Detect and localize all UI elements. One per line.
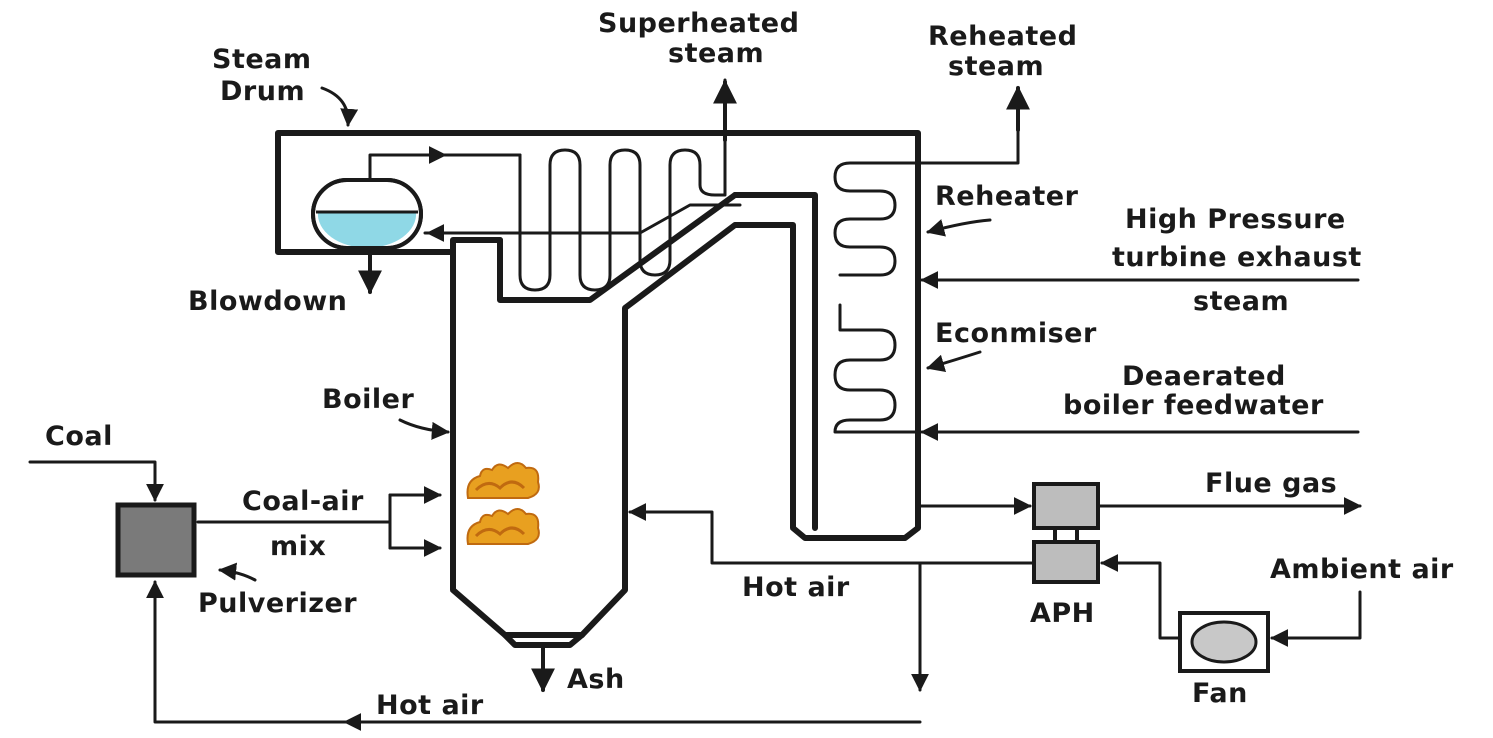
reheater-coils — [833, 161, 920, 277]
hot-air-bottom-line — [146, 580, 922, 724]
fan-label: Fan — [1192, 678, 1248, 709]
economiser-label: Econmiser — [935, 318, 1097, 349]
callout-pointer — [398, 418, 450, 440]
callout-pointer — [320, 86, 359, 127]
reheated-steam-label: Reheated — [928, 21, 1077, 52]
reheated-steam-line — [916, 88, 1020, 165]
hp-exhaust-label: High Pressure — [1125, 204, 1346, 235]
superheater-coils — [518, 78, 727, 292]
hp-exhaust-label: turbine exhaust — [1112, 242, 1362, 273]
boiler-casing — [275, 130, 921, 638]
reheated-steam-label: steam — [948, 51, 1044, 82]
boiler-label: Boiler — [322, 384, 414, 415]
coal-label: Coal — [45, 421, 113, 452]
hot-air-label: Hot air — [742, 572, 850, 603]
ash-label: Ash — [567, 664, 625, 695]
reheater-label: Reheater — [935, 181, 1079, 212]
gas-pass-diag — [497, 192, 738, 303]
flame-icon — [466, 462, 540, 499]
steam-drum-label: Steam — [212, 44, 312, 75]
aph-label: APH — [1030, 598, 1095, 629]
drum-return-line — [423, 203, 742, 235]
steam-drum-icon — [311, 178, 423, 250]
aph-icon — [1032, 482, 1100, 584]
economiser-coils — [833, 303, 920, 434]
hot-air-label: Hot air — [376, 690, 484, 721]
gas-pass-wall — [450, 192, 818, 531]
flue-gas-label: Flue gas — [1205, 468, 1337, 499]
feedwater-label: Deaerated — [1122, 361, 1286, 392]
fan-to-aph-line — [1100, 554, 1182, 640]
superheated-steam-label: Superheated — [598, 8, 799, 39]
ambient-air-label: Ambient air — [1270, 554, 1454, 585]
hot-air-line — [628, 503, 1036, 565]
pulverizer-label: Pulverizer — [198, 588, 357, 619]
coal-air-label: Coal-air — [242, 486, 364, 517]
steam-drum-label: Drum — [220, 76, 305, 107]
flame-icon — [466, 508, 540, 545]
callout-pointer — [926, 218, 992, 237]
callout-pointer — [218, 562, 257, 582]
coal-air-label: mix — [270, 531, 326, 562]
fan-icon — [1178, 611, 1270, 673]
pulverizer-icon — [115, 502, 197, 578]
superheated-steam-label: steam — [668, 38, 764, 69]
hp-exhaust-label: steam — [1193, 286, 1289, 317]
coal-air-line — [196, 493, 392, 550]
feedwater-label: boiler feedwater — [1063, 390, 1324, 421]
callout-pointer — [926, 350, 982, 373]
ambient-air-line — [1270, 590, 1362, 647]
coal-input-line — [28, 460, 164, 502]
drum-steam-line — [368, 153, 522, 182]
blowdown-label: Blowdown — [188, 286, 347, 317]
